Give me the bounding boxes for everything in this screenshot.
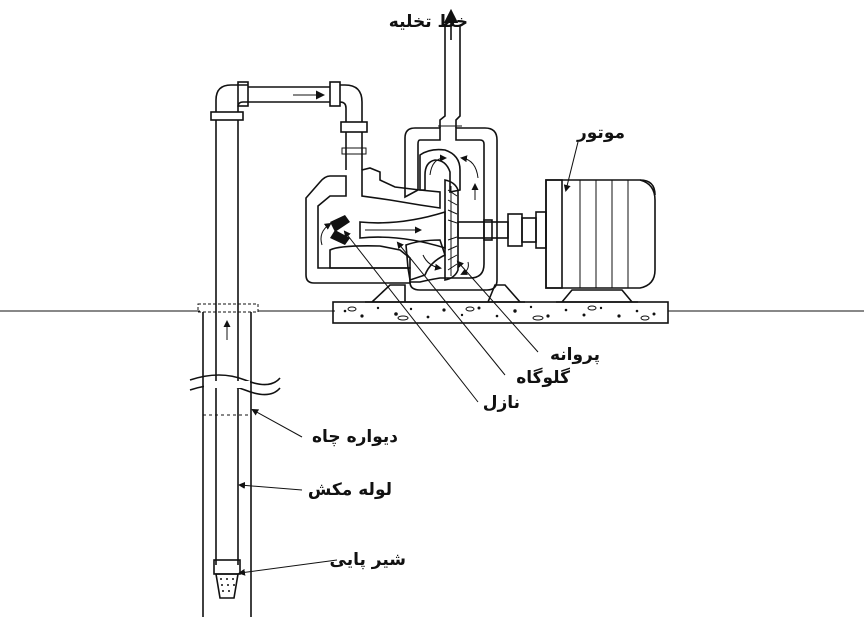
well-casing [197, 303, 259, 617]
leader-lines [238, 141, 579, 576]
pump-feet [365, 284, 525, 303]
labels: خط تخلیه موتور پروانه گلوگاه نازل دیواره… [308, 12, 625, 570]
label-impeller: پروانه [550, 345, 600, 365]
label-motor: موتور [576, 123, 625, 143]
label-well-wall: دیواره چاه [312, 427, 398, 447]
motor-feet [556, 289, 638, 303]
break-marks [189, 374, 281, 396]
flow-arrows [422, 154, 479, 275]
motor [545, 179, 656, 289]
label-suction-pipe: لوله مکش [308, 480, 392, 500]
label-discharge-line: خط تخلیه [389, 12, 468, 32]
venturi-assembly [320, 210, 446, 250]
label-foot-valve: شیر پایی [330, 550, 407, 570]
foot-valve [213, 559, 241, 599]
concrete-base [332, 301, 669, 324]
label-throat: گلوگاه [516, 367, 570, 388]
shaft-coupling [457, 211, 547, 249]
label-nozzle: نازل [483, 393, 520, 413]
discharge-pipe [438, 8, 462, 128]
impeller [444, 179, 459, 281]
top-pipe [215, 81, 368, 170]
suction-pipe [210, 111, 244, 565]
